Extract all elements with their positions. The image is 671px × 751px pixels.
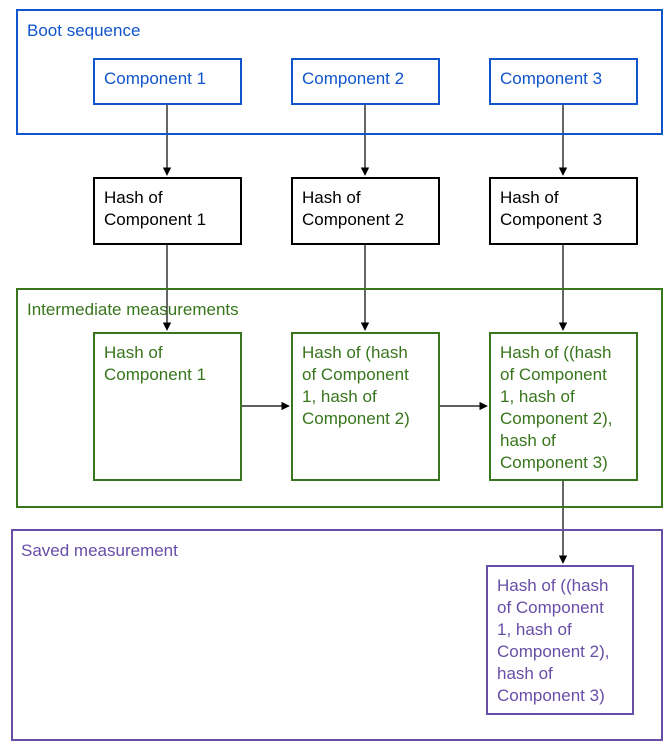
saved-box-line-6: Component 3) xyxy=(497,686,605,705)
hash-box-1-line-1: Hash of xyxy=(104,188,163,207)
intermediate-box-3-line-2: of Component xyxy=(500,365,607,384)
intermediate-box-3: Hash of ((hash of Component 1, hash of C… xyxy=(489,332,638,481)
saved-measurement-group: Saved measurement xyxy=(11,529,663,741)
intermediate-box-3-line-3: 1, hash of xyxy=(500,387,575,406)
saved-box-line-1: Hash of ((hash xyxy=(497,576,609,595)
boot-sequence-group: Boot sequence xyxy=(16,9,663,135)
hash-box-2: Hash of Component 2 xyxy=(291,177,440,245)
hash-box-3-line-2: Component 3 xyxy=(500,210,603,229)
saved-box-line-2: of Component xyxy=(497,598,604,617)
saved-measurement-label: Saved measurement xyxy=(21,541,178,560)
hash-box-1: Hash of Component 1 xyxy=(93,177,242,245)
saved-box-line-5: hash of xyxy=(497,664,553,683)
intermediate-box-2-line-1: Hash of (hash xyxy=(302,343,408,362)
hash-box-2-line-2: Component 2 xyxy=(302,210,405,229)
intermediate-measurements-label: Intermediate measurements xyxy=(27,300,239,319)
hash-box-3: Hash of Component 3 xyxy=(489,177,638,245)
boot-sequence-label: Boot sequence xyxy=(27,21,141,40)
intermediate-box-2-line-3: 1, hash of xyxy=(302,387,377,406)
boot-component-1-label: Component 1 xyxy=(104,69,207,88)
boot-component-2: Component 2 xyxy=(291,58,440,105)
intermediate-box-1-line-2: Component 1 xyxy=(104,365,207,384)
intermediate-box-1-line-1: Hash of xyxy=(104,343,163,362)
intermediate-box-2-line-2: of Component xyxy=(302,365,409,384)
intermediate-box-1: Hash of Component 1 xyxy=(93,332,242,481)
boot-component-2-label: Component 2 xyxy=(302,69,405,88)
intermediate-box-2-line-4: Component 2) xyxy=(302,409,410,428)
hash-box-1-line-2: Component 1 xyxy=(104,210,207,229)
intermediate-box-3-line-4: Component 2), xyxy=(500,409,613,428)
saved-measurement-box: Hash of ((hash of Component 1, hash of C… xyxy=(486,565,634,715)
boot-component-1: Component 1 xyxy=(93,58,242,105)
intermediate-box-3-line-1: Hash of ((hash xyxy=(500,343,612,362)
hash-box-3-line-1: Hash of xyxy=(500,188,559,207)
boot-component-3-label: Component 3 xyxy=(500,69,603,88)
saved-box-line-4: Component 2), xyxy=(497,642,610,661)
intermediate-box-2: Hash of (hash of Component 1, hash of Co… xyxy=(291,332,440,481)
hash-box-2-line-1: Hash of xyxy=(302,188,361,207)
intermediate-box-3-line-6: Component 3) xyxy=(500,453,608,472)
boot-component-3: Component 3 xyxy=(489,58,638,105)
intermediate-measurements-group: Intermediate measurements xyxy=(16,288,663,508)
intermediate-box-3-line-5: hash of xyxy=(500,431,556,450)
saved-box-line-3: 1, hash of xyxy=(497,620,572,639)
